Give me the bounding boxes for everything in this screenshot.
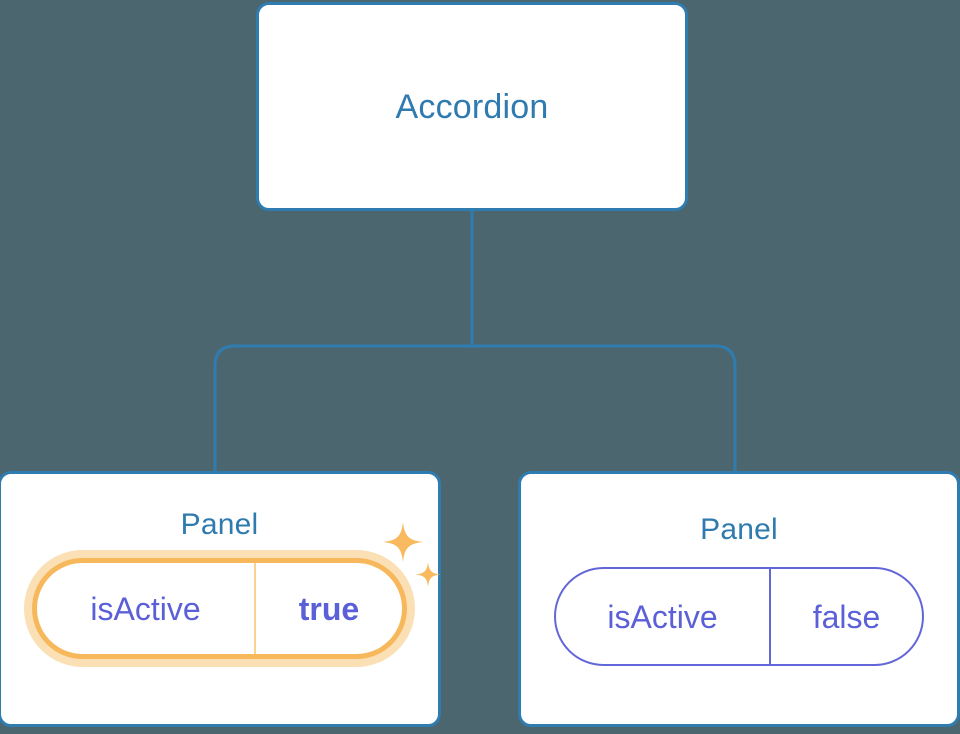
node-title-panel-inactive: Panel xyxy=(700,513,778,546)
prop-pill-is-active-false[interactable]: isActive false xyxy=(554,567,924,666)
prop-pill-inactive-wrapper: isActive false xyxy=(554,567,924,666)
node-accordion[interactable]: Accordion xyxy=(256,2,688,211)
node-title-accordion: Accordion xyxy=(395,87,549,126)
prop-value-is-active: true xyxy=(298,590,360,627)
prop-key-is-active-false: isActive xyxy=(556,569,771,664)
node-title-panel-active: Panel xyxy=(180,508,259,541)
prop-pill-is-active[interactable]: isActive true xyxy=(32,558,407,659)
sparkle-icon-large xyxy=(383,522,423,562)
sparkle-icon-small xyxy=(415,562,441,587)
prop-value-is-active-false: false xyxy=(812,598,881,635)
prop-key-is-active: isActive xyxy=(37,563,256,654)
node-panel-inactive[interactable]: Panel isActive false xyxy=(518,471,960,727)
prop-pill-active-wrapper: isActive true xyxy=(24,522,441,667)
node-panel-active[interactable]: Panel isActive true xyxy=(0,471,441,727)
connector-branch xyxy=(213,344,737,471)
